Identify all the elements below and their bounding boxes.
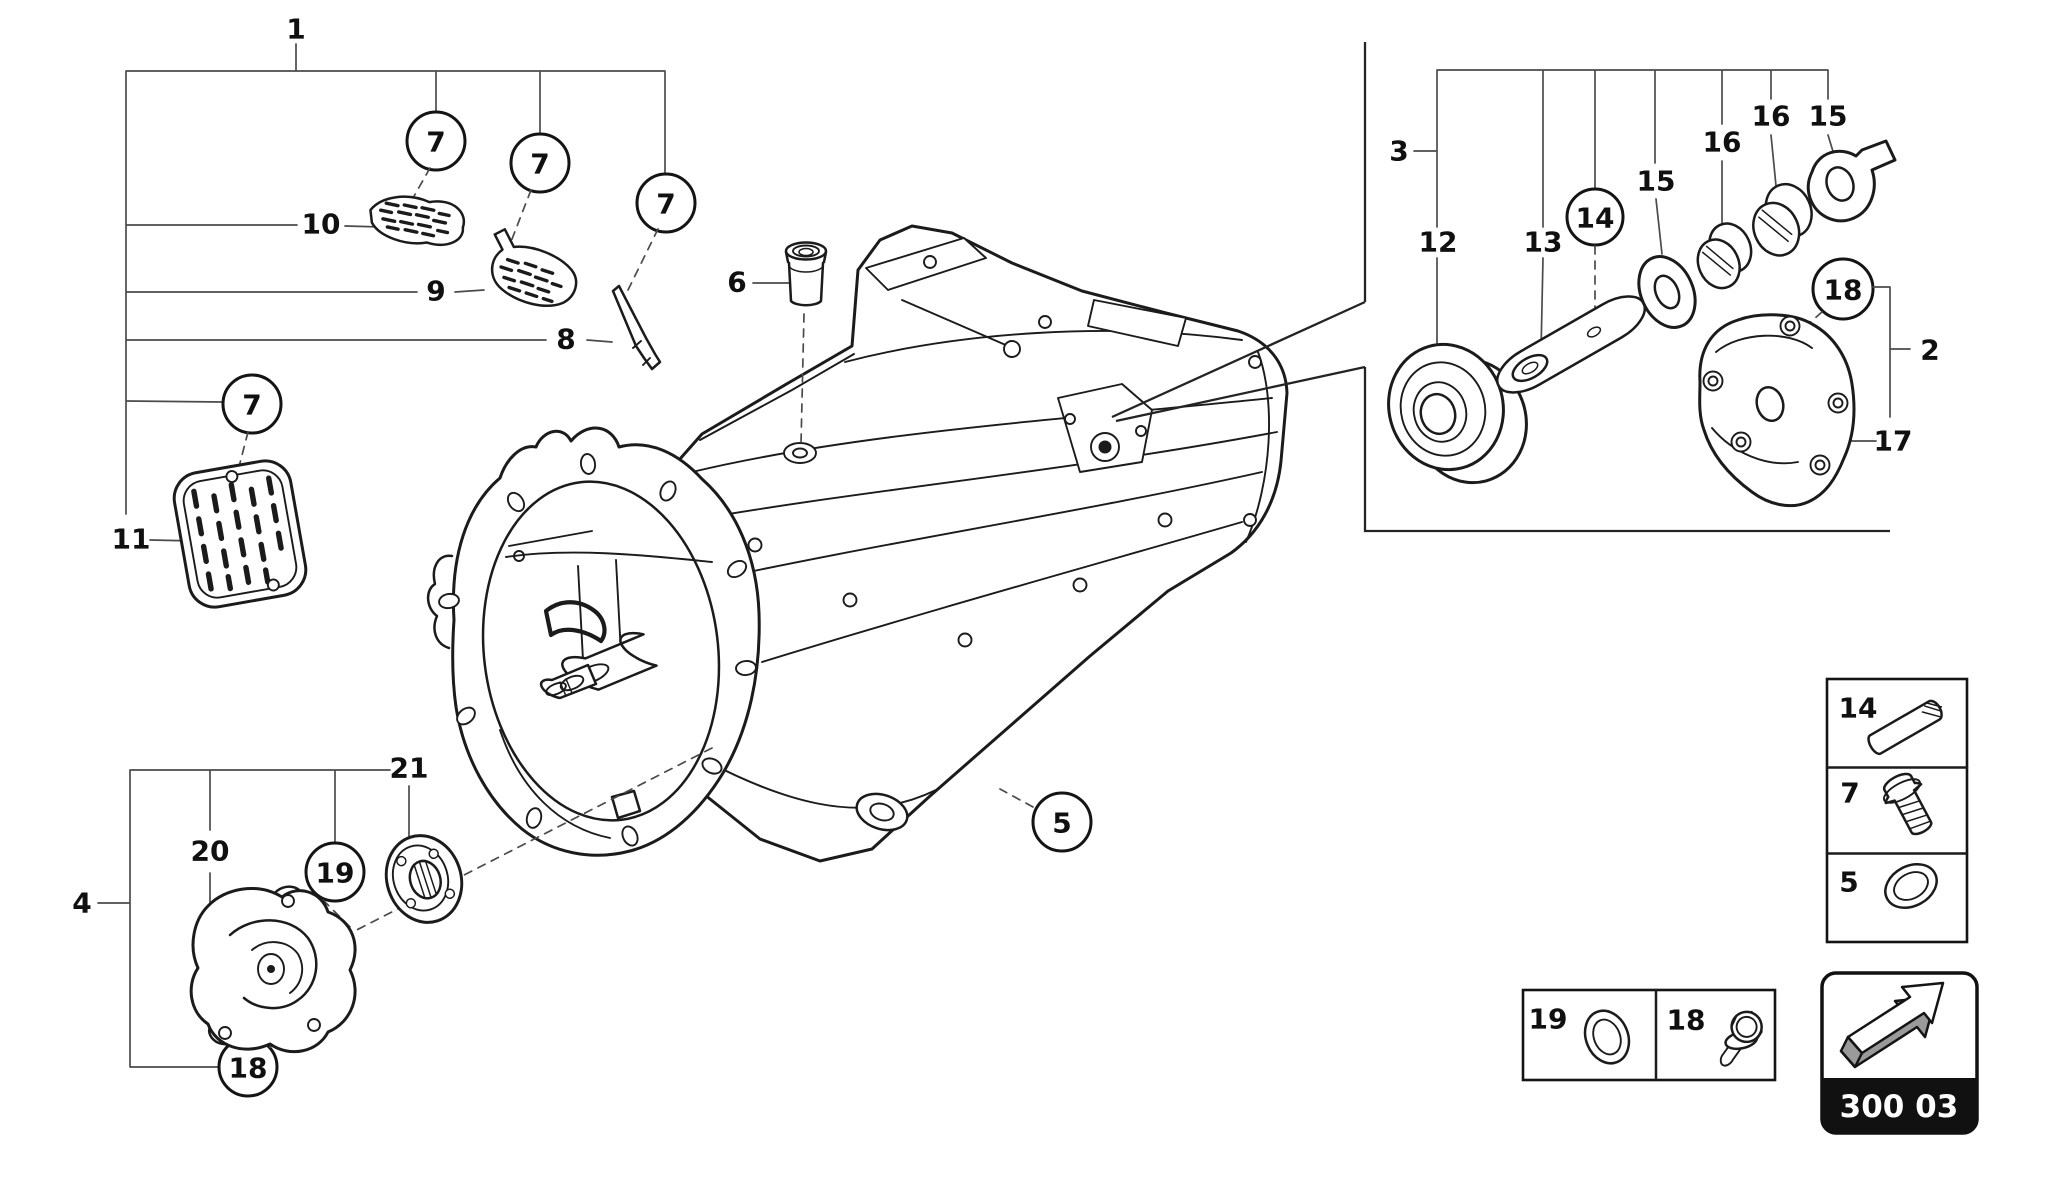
part-6-plug-bushing	[784, 241, 828, 307]
callout-circle-18a[interactable]: 18	[1811, 257, 1875, 321]
callout-circle-7c[interactable]: 7	[635, 172, 697, 234]
part-16-bushing-b	[1752, 182, 1813, 257]
part-15-tab-washer	[1806, 139, 1897, 223]
panel-frame	[1363, 42, 1890, 533]
callout-group-4: 21 20 4 19 18	[72, 747, 713, 1098]
part-8-detent-pin	[611, 284, 662, 371]
callout-label-15b[interactable]: 15	[1809, 100, 1848, 133]
part-15-washer	[1637, 255, 1697, 329]
callout-label-20[interactable]: 20	[191, 835, 230, 868]
next-section-arrow-icon	[1839, 981, 1945, 1069]
legend-row-14[interactable]: 14	[1839, 692, 1947, 757]
callout-5[interactable]: 5	[999, 788, 1093, 853]
svg-text:7[interactable]: 7	[656, 188, 675, 221]
part-21-gerotor	[384, 834, 464, 924]
bracket-1-lines	[125, 43, 666, 542]
seal-ring-icon	[1583, 1009, 1631, 1065]
callout-label-15a[interactable]: 15	[1637, 165, 1676, 198]
callout-circle-7b[interactable]: 7	[509, 132, 571, 194]
callout-label-6[interactable]: 6	[727, 266, 746, 299]
callout-label-4[interactable]: 4	[72, 887, 91, 920]
dashed-leaders-group1	[239, 167, 659, 464]
callout-label-11[interactable]: 11	[112, 523, 151, 556]
part-20-pump-cover	[189, 885, 357, 1054]
svg-text:18[interactable]: 18	[1824, 274, 1863, 307]
input-shaft	[539, 631, 658, 700]
callout-label-9[interactable]: 9	[426, 275, 445, 308]
svg-text:7[interactable]: 7	[242, 389, 261, 422]
page-code-tile[interactable]: 300 03	[1820, 971, 1979, 1135]
callout-label-12[interactable]: 12	[1419, 226, 1458, 259]
callout-label-3[interactable]: 3	[1389, 135, 1408, 168]
magnifier-wedge-lines	[1111, 300, 1366, 423]
legend-bottom-box: 19 18	[1521, 988, 1777, 1082]
callout-label-21[interactable]: 21	[390, 752, 429, 785]
callout-label-10[interactable]: 10	[302, 208, 341, 241]
code-band	[1822, 1078, 1977, 1133]
page-code-label[interactable]: 300 03	[1840, 1089, 1959, 1125]
legend-side-box: 14 7 5	[1825, 677, 1969, 944]
callout-circle-19[interactable]: 19	[304, 841, 366, 903]
part-9-breather-grille	[490, 228, 578, 307]
flanged-bolt-icon	[1719, 1010, 1763, 1067]
svg-text:14[interactable]: 14	[1839, 692, 1878, 725]
legend-row-7[interactable]: 7	[1840, 768, 1941, 841]
part-13-pivot-pin	[1496, 295, 1646, 394]
bell-housing	[426, 426, 761, 857]
detail-panel: 3 12 13 15 16 16 15 14	[1111, 42, 1940, 533]
part-10-breather-grille	[369, 195, 466, 246]
bracket-2-lines	[1821, 286, 1911, 442]
roll-pin-icon	[1867, 699, 1943, 756]
svg-text:19[interactable]: 19	[316, 857, 355, 890]
callout-label-8[interactable]: 8	[556, 323, 575, 356]
dashed-6	[800, 313, 805, 445]
svg-text:18[interactable]: 18	[1667, 1004, 1706, 1037]
svg-text:19[interactable]: 19	[1529, 1003, 1568, 1036]
legend-cell-18[interactable]: 18	[1667, 1004, 1769, 1067]
dashed-5	[999, 788, 1034, 808]
svg-text:7[interactable]: 7	[1840, 777, 1859, 810]
gearbox-assembly-drawing	[426, 224, 1289, 863]
callout-label-16a[interactable]: 16	[1703, 126, 1742, 159]
callout-label-1[interactable]: 1	[286, 13, 305, 46]
bracket-3-lines	[1413, 69, 1836, 353]
callout-group-1: 1 10 9 8 11 7 7 7 7	[112, 13, 697, 609]
svg-text:5[interactable]: 5	[1052, 807, 1071, 840]
callout-label-2[interactable]: 2	[1920, 334, 1939, 367]
svg-text:18[interactable]: 18	[229, 1052, 268, 1085]
bracket-4-lines	[97, 769, 410, 1068]
callout-circle-14[interactable]: 14	[1565, 187, 1625, 247]
svg-text:7[interactable]: 7	[530, 148, 549, 181]
callout-part-6: 6	[727, 241, 828, 445]
callout-circle-7d[interactable]: 7	[221, 373, 283, 435]
callout-circle-7a[interactable]: 7	[405, 110, 467, 172]
part-12-bearing	[1387, 342, 1528, 485]
legend-row-5[interactable]: 5	[1839, 856, 1944, 917]
callout-label-13[interactable]: 13	[1524, 226, 1563, 259]
legend-cell-19[interactable]: 19	[1529, 1003, 1637, 1070]
part-16-bushing-a	[1696, 222, 1753, 290]
svg-text:5[interactable]: 5	[1839, 866, 1858, 899]
svg-text:14[interactable]: 14	[1576, 202, 1615, 235]
o-ring-icon	[1884, 863, 1938, 909]
svg-text:7[interactable]: 7	[426, 126, 445, 159]
callout-label-16b[interactable]: 16	[1752, 100, 1791, 133]
callout-label-17[interactable]: 17	[1874, 425, 1913, 458]
part-17-end-cover	[1698, 313, 1856, 508]
plug-screw-icon	[1882, 772, 1933, 836]
part-11-strainer-plate	[172, 459, 308, 609]
